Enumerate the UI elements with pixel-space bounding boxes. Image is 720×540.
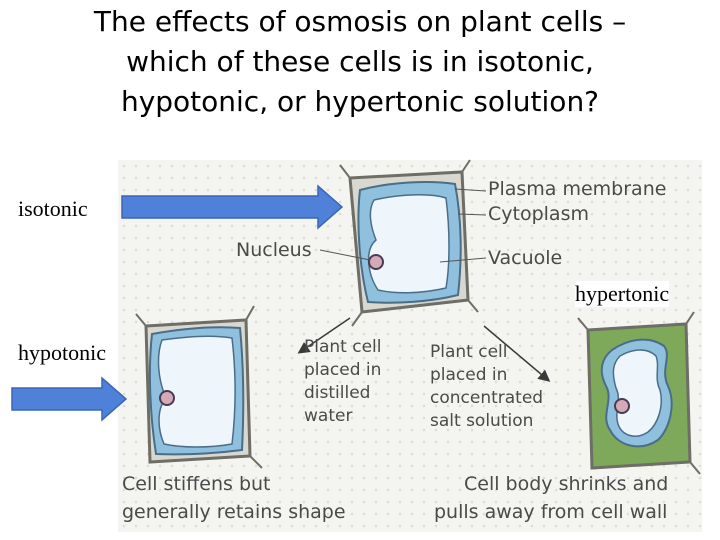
plasmolyzed-cell-nucleus [614, 398, 630, 414]
nucleus-label: Nucleus [236, 239, 312, 261]
stiffens-caption-2: generally retains shape [122, 501, 346, 523]
title-line-2: which of these cells is in isotonic, [126, 45, 594, 78]
plasma-membrane-label: Plasma membrane [488, 178, 666, 200]
plasmolyzed-cell-vacuole [612, 349, 662, 437]
salt-text-4: salt solution [430, 411, 533, 431]
title-line-1: The effects of osmosis on plant cells – [93, 5, 627, 38]
vacuole-label: Vacuole [488, 247, 562, 269]
hypertonic-label: hypertonic [575, 281, 670, 307]
normal-cell-nucleus [368, 254, 384, 270]
salt-text-2: placed in [430, 365, 507, 385]
salt-text-3: concentrated [430, 388, 543, 408]
isotonic-arrow [121, 184, 344, 230]
turgid-cell-nucleus [159, 390, 175, 406]
plasmolyzed-plant-cell [577, 311, 701, 475]
stiffens-caption-1: Cell stiffens but [122, 473, 271, 495]
slide-title: The effects of osmosis on plant cells – … [40, 2, 680, 122]
distilled-text-4: water [304, 406, 352, 426]
hypotonic-label: hypotonic [18, 340, 106, 366]
shrinks-caption-1: Cell body shrinks and [464, 473, 668, 495]
distilled-text-2: placed in [304, 360, 381, 380]
salt-text-1: Plant cell [430, 342, 508, 362]
turgid-plant-cell [135, 305, 263, 469]
shrinks-caption-2: pulls away from cell wall [434, 501, 667, 523]
hypotonic-arrow [11, 376, 128, 422]
title-line-3: hypotonic, or hypertonic solution? [120, 85, 600, 118]
normal-cell-vacuole [367, 194, 450, 294]
distilled-text-1: Plant cell [304, 337, 382, 357]
distilled-text-3: distilled [304, 383, 370, 403]
cytoplasm-label: Cytoplasm [488, 203, 589, 225]
isotonic-label: isotonic [18, 196, 88, 222]
normal-plant-cell [339, 159, 479, 327]
